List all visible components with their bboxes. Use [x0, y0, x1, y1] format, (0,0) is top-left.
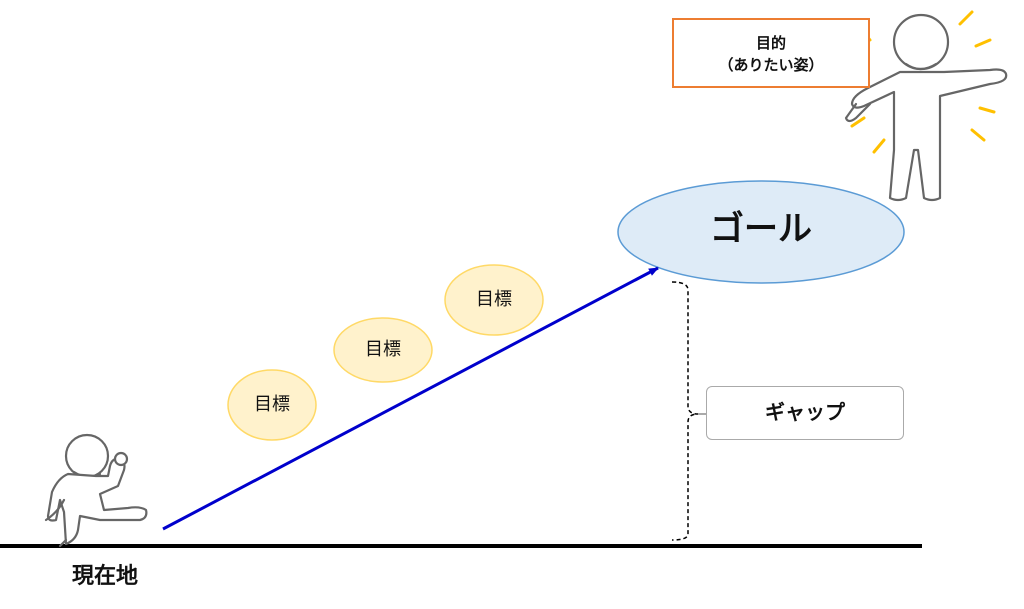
- standing-person-icon: [844, 13, 1008, 202]
- progress-arrow: [162, 266, 659, 531]
- purpose-title: 目的: [755, 34, 786, 52]
- target-ellipse-1: [227, 369, 317, 441]
- current-position-label: 現在地: [72, 564, 139, 589]
- target-ellipse-2: [333, 317, 433, 383]
- gap-box: ギャップ: [706, 386, 904, 440]
- purpose-subtitle: （ありたい姿）: [718, 56, 824, 74]
- running-person-icon: [44, 433, 148, 548]
- goal-label: ゴール: [710, 209, 812, 249]
- target-label-1: 目標: [254, 394, 290, 415]
- gap-label: ギャップ: [765, 400, 845, 424]
- target-label-3: 目標: [476, 289, 512, 310]
- target-ellipse-3: [444, 264, 544, 336]
- gap-bracket: [671, 281, 699, 541]
- target-label-2: 目標: [365, 339, 401, 360]
- purpose-box: 目的 （ありたい姿）: [672, 18, 870, 88]
- goal-ellipse: [617, 180, 905, 284]
